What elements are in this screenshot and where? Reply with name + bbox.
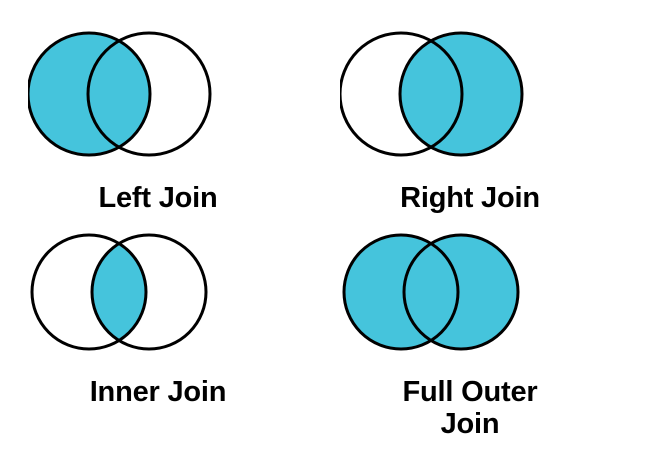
- left-circle-outline: [340, 31, 464, 157]
- left-join-venn-figure: [28, 31, 212, 157]
- diagram-inner-join: Inner Join: [18, 232, 298, 408]
- right-join-venn-figure: [340, 31, 524, 157]
- left-circle-outline: [30, 233, 148, 351]
- diagram-left-join: Left Join: [18, 30, 298, 214]
- right-circle-outline: [402, 233, 520, 351]
- right-circle-outline: [90, 233, 208, 351]
- right-circle-outline: [86, 31, 212, 157]
- diagram-right-join: Right Join: [330, 30, 610, 214]
- intersection-fill: [92, 235, 146, 349]
- right-circle-fill: [404, 235, 518, 349]
- diagram-full-outer-join: Full Outer Join: [330, 232, 610, 441]
- right-circle-outline: [398, 31, 524, 157]
- inner-join-label: Inner Join: [89, 376, 227, 408]
- left-circle-outline: [28, 31, 152, 157]
- right-join-label: Right Join: [400, 182, 540, 214]
- left-join-label: Left Join: [98, 182, 218, 214]
- full-outer-join-label: Full Outer Join: [402, 376, 538, 441]
- full-outer-join-venn-figure: [342, 233, 520, 351]
- inner-join-venn-figure: [30, 233, 208, 351]
- left-circle-outline: [342, 233, 460, 351]
